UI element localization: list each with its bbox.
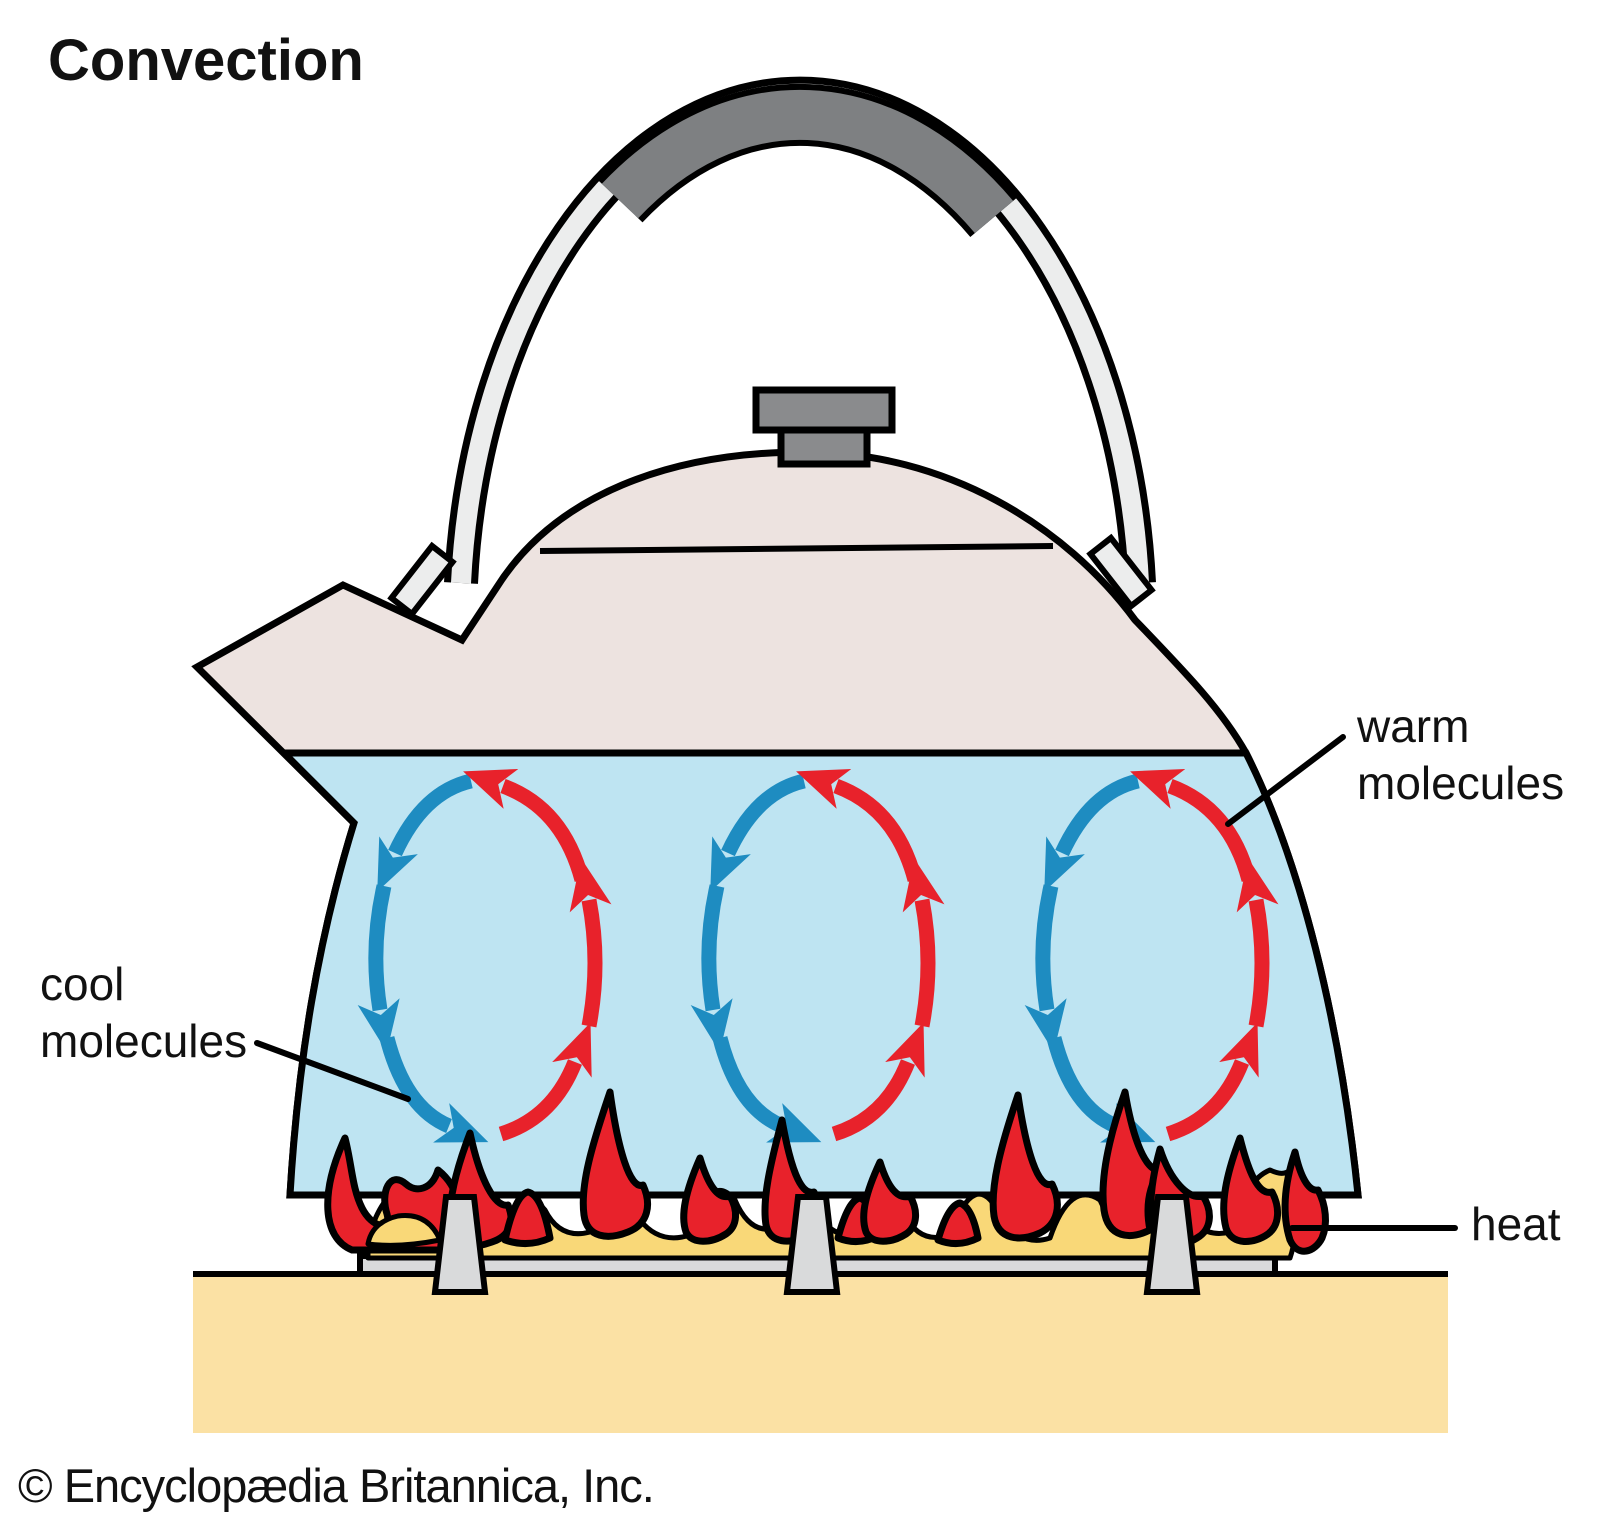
handle-grip [601,89,1014,234]
flame-hump [934,1199,982,1247]
warm-molecules-callout-line [1225,734,1346,827]
warm-molecules-label-line2: molecules [1357,757,1564,809]
lid-knob [752,386,896,468]
flame-hump [501,1188,554,1247]
copyright: © Encyclopædia Britannica, Inc. [18,1459,654,1512]
flame-tongue [989,1091,1061,1242]
page-title: Convection [48,28,364,93]
flame-tongue [1099,1088,1164,1239]
warm-molecules-label-line1: warm [1356,700,1469,752]
flame-tongue [860,1158,919,1245]
flame-tongue [579,1088,651,1240]
flame-inner-glow [365,1213,443,1248]
handle-tab-right [1086,533,1156,611]
burner-leg [431,1194,489,1295]
kettle-handle [444,76,1156,584]
handle-tab-left [387,541,457,619]
cool-molecules-callout-line [254,1040,411,1102]
heat-label: heat [1471,1198,1561,1250]
countertop [193,1274,1448,1433]
flame-tongue [1220,1134,1281,1245]
knob-cap [752,386,896,434]
burner-legs [431,1194,1201,1295]
burner-leg [1143,1194,1201,1295]
flame-tongue [680,1154,739,1245]
burner-leg [783,1194,841,1295]
water [275,749,1362,1199]
cool-molecules-label-line2: molecules [40,1015,247,1067]
cool-molecules-label-line1: cool [40,958,124,1010]
lid-seam-line [539,543,1054,554]
